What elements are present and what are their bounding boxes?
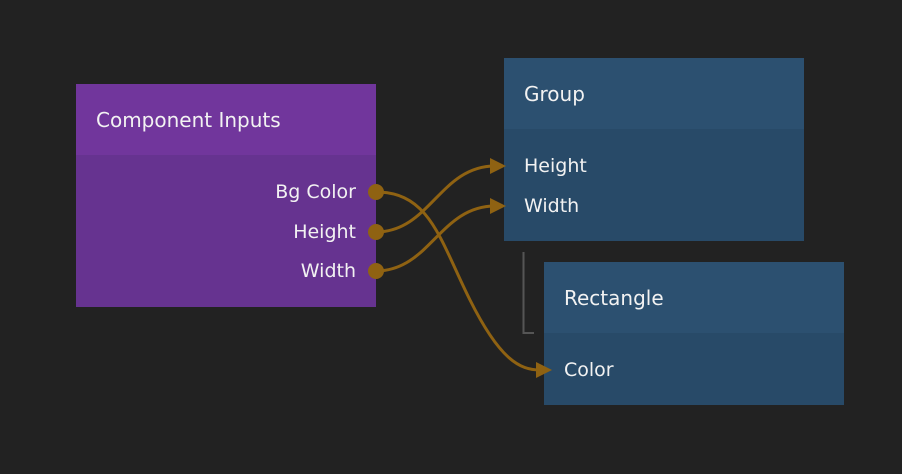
node-title: Rectangle: [544, 262, 844, 333]
arrow-icon: [490, 158, 506, 174]
node-body: Color: [544, 333, 844, 405]
port-color[interactable]: Color: [564, 359, 614, 381]
node-body: Height Width: [504, 129, 804, 241]
wire-width-to-width[interactable]: [375, 204, 496, 273]
port-dot-width[interactable]: [368, 263, 384, 279]
node-body: Bg Color Height Width: [76, 155, 376, 307]
port-height[interactable]: Height: [524, 155, 587, 177]
arrow-icon: [490, 198, 506, 214]
wire-height-to-height[interactable]: [375, 164, 496, 234]
port-dot-height[interactable]: [368, 224, 384, 240]
wire-bgcolor-to-color[interactable]: [375, 190, 541, 372]
rectangle-node[interactable]: Rectangle Color: [544, 262, 844, 405]
port-dot-bg-color[interactable]: [368, 184, 384, 200]
node-title: Group: [504, 58, 804, 129]
port-width[interactable]: Width: [300, 260, 356, 282]
port-bg-color[interactable]: Bg Color: [275, 181, 356, 203]
component-inputs-node[interactable]: Component Inputs Bg Color Height Width: [76, 84, 376, 307]
group-node[interactable]: Group Height Width: [504, 58, 804, 241]
hierarchy-bracket: [522, 252, 534, 334]
port-height[interactable]: Height: [293, 221, 356, 243]
port-width[interactable]: Width: [524, 195, 580, 217]
node-title: Component Inputs: [76, 84, 376, 155]
arrow-icon: [536, 362, 552, 378]
